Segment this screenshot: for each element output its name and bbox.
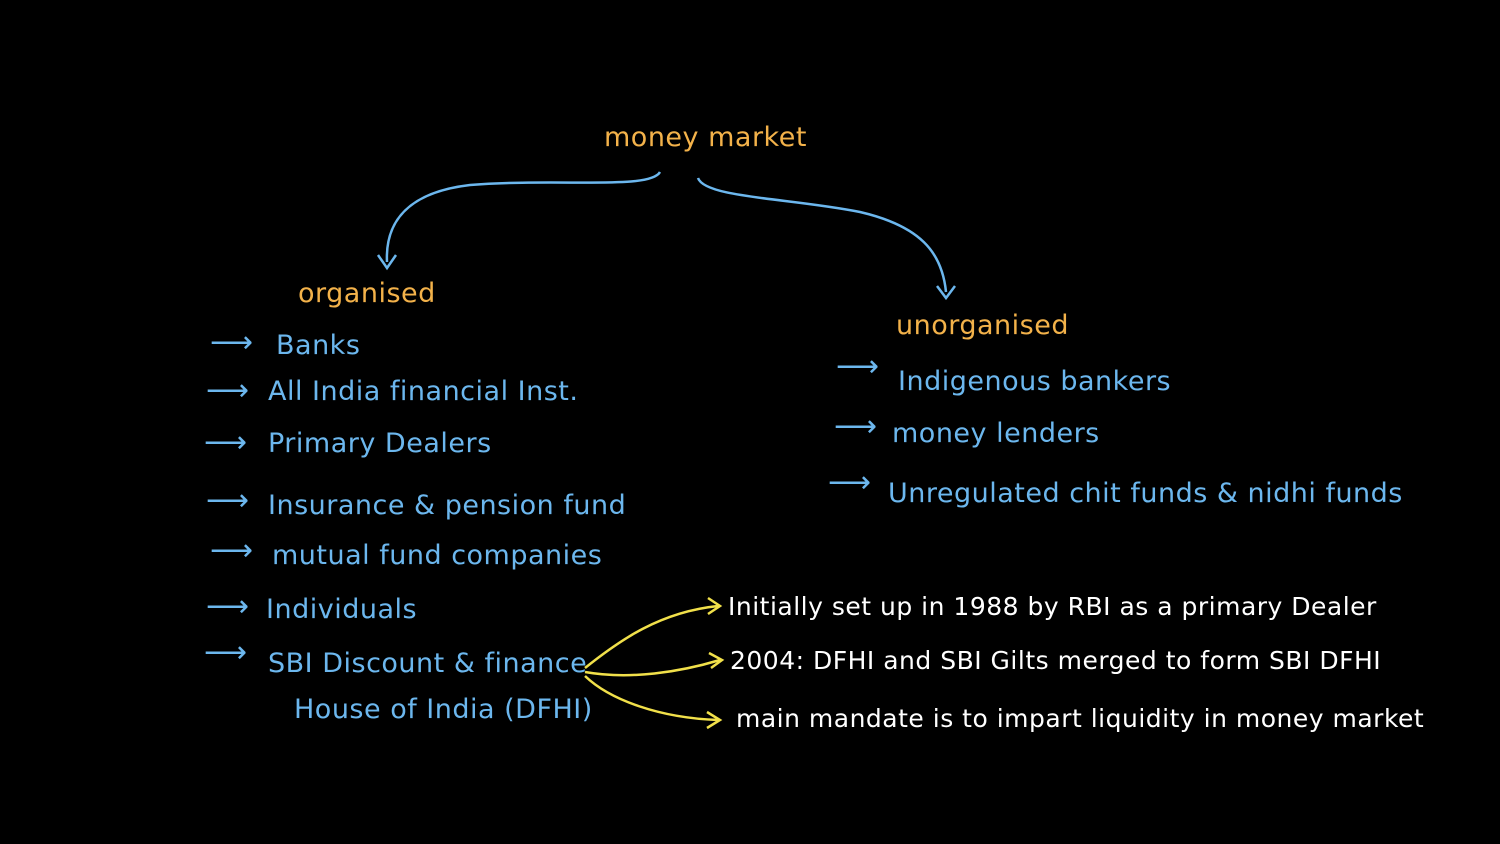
- arrow-dfhi-note-3: [584, 675, 719, 722]
- organised-item-sbi-dfhi-line1: SBI Discount & finance: [268, 648, 588, 679]
- bullet-arrow-icon: ⟶: [210, 533, 254, 568]
- dfhi-note-setup: Initially set up in 1988 by RBI as a pri…: [728, 592, 1377, 621]
- bullet-arrow-icon: ⟶: [836, 349, 880, 384]
- arrow-dfhi-note-1: [584, 604, 719, 669]
- dfhi-note-merger: 2004: DFHI and SBI Gilts merged to form …: [730, 646, 1382, 675]
- unorganised-item-chit-funds: Unregulated chit funds & nidhi funds: [888, 478, 1403, 509]
- bullet-arrow-icon: ⟶: [834, 409, 878, 444]
- dfhi-note-mandate: main mandate is to impart liquidity in m…: [736, 704, 1425, 733]
- arrowhead-unorganised: [936, 285, 956, 301]
- root-heading: money market: [604, 122, 807, 153]
- arrowhead-note-1: [707, 596, 723, 616]
- bullet-arrow-icon: ⟶: [828, 465, 872, 500]
- organised-item-mutual-funds: mutual fund companies: [272, 540, 603, 571]
- unorganised-item-indigenous-bankers: Indigenous bankers: [898, 366, 1172, 397]
- arrow-dfhi-note-2: [584, 658, 721, 677]
- arrowhead-note-3: [706, 710, 723, 730]
- organised-item-sbi-dfhi-line2: House of India (DFHI): [294, 694, 593, 725]
- organised-item-individuals: Individuals: [266, 594, 418, 625]
- arrow-root-to-unorganised: [696, 177, 948, 293]
- arrowhead-organised: [376, 254, 398, 271]
- bullet-arrow-icon: ⟶: [204, 635, 248, 670]
- bullet-arrow-icon: ⟶: [206, 373, 250, 408]
- bullet-arrow-icon: ⟶: [204, 425, 248, 460]
- organised-item-primary-dealers: Primary Dealers: [268, 428, 492, 459]
- bullet-arrow-icon: ⟶: [206, 483, 250, 518]
- organised-item-banks: Banks: [276, 330, 361, 361]
- organised-item-insurance: Insurance & pension fund: [268, 490, 627, 521]
- unorganised-item-money-lenders: money lenders: [892, 418, 1100, 449]
- arrow-root-to-organised: [385, 171, 662, 263]
- organised-item-aifi: All India financial Inst.: [268, 376, 579, 407]
- unorganised-heading: unorganised: [896, 310, 1069, 341]
- bullet-arrow-icon: ⟶: [206, 589, 250, 624]
- arrowhead-note-2: [708, 651, 725, 670]
- bullet-arrow-icon: ⟶: [210, 325, 254, 360]
- organised-heading: organised: [298, 278, 436, 309]
